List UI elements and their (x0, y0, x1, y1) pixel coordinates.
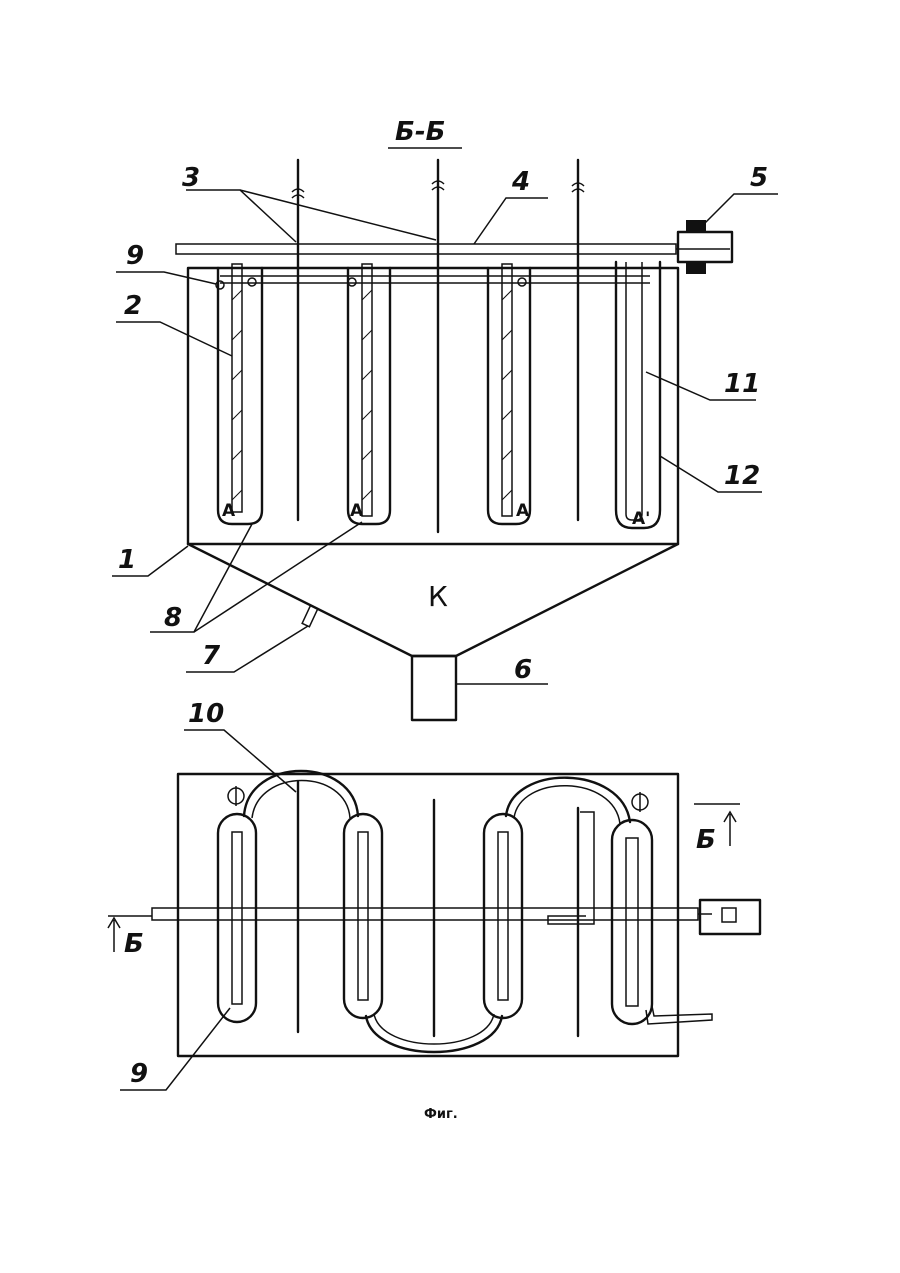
figure-caption: Фиг. (424, 1107, 458, 1122)
hole (518, 278, 526, 286)
anode-plate (502, 264, 512, 516)
anode-bag (488, 268, 530, 524)
anode-bag (344, 814, 382, 1018)
section-view: Б-Б К (112, 117, 778, 720)
callout-1: 1 (118, 545, 136, 575)
callout-9-bottom: 9 (130, 1059, 148, 1089)
outlet-pipe (412, 656, 456, 720)
anode-slot (498, 832, 508, 1000)
callout-12: 12 (724, 461, 760, 491)
anode-plate (232, 264, 242, 512)
electrode-mark: A (350, 501, 364, 521)
terminal (686, 262, 706, 274)
anode-bag (218, 268, 262, 524)
anode-bag (612, 820, 652, 1024)
connector-block (678, 232, 732, 262)
hole (248, 278, 256, 286)
reference-electrode (626, 262, 642, 520)
hose-loop (506, 778, 630, 822)
plan-view: Б Б 10 9 Фиг. (108, 699, 760, 1122)
anode-slot (358, 832, 368, 1000)
callout-11: 11 (724, 369, 760, 399)
arrow-up-icon (108, 918, 120, 952)
callout-8: 8 (164, 603, 182, 633)
electrode-mark: A (222, 501, 236, 521)
anode-bag (484, 814, 522, 1018)
anode-bag (616, 262, 660, 528)
anode-bag (348, 268, 390, 524)
connector-block (700, 900, 760, 934)
electrode-mark: A' (632, 509, 650, 529)
terminal (686, 220, 706, 232)
terminal (722, 908, 736, 922)
screw-icon (228, 786, 244, 806)
anode-slot (626, 838, 638, 1006)
bus-bar (152, 908, 698, 920)
callout-6: 6 (514, 655, 532, 685)
anode-plate (362, 264, 372, 516)
hose-loop (244, 771, 358, 816)
section-mark-right: Б (696, 825, 716, 855)
electrode-mark: A (516, 501, 530, 521)
arrow-up-icon (724, 812, 736, 846)
callout-3: 3 (182, 163, 200, 193)
callout-9: 9 (126, 241, 144, 271)
callout-5: 5 (750, 163, 768, 193)
section-title: Б-Б (395, 117, 445, 147)
bus-bar (176, 244, 676, 254)
anode-bag (218, 814, 256, 1022)
callout-10: 10 (188, 699, 224, 729)
callout-2: 2 (124, 291, 142, 321)
section-mark-left: Б (124, 929, 144, 959)
anode-slot (232, 832, 242, 1004)
callout-7: 7 (202, 641, 221, 671)
zone-label-k: К (428, 580, 448, 613)
callout-4: 4 (511, 167, 530, 197)
screw-icon (632, 792, 648, 812)
